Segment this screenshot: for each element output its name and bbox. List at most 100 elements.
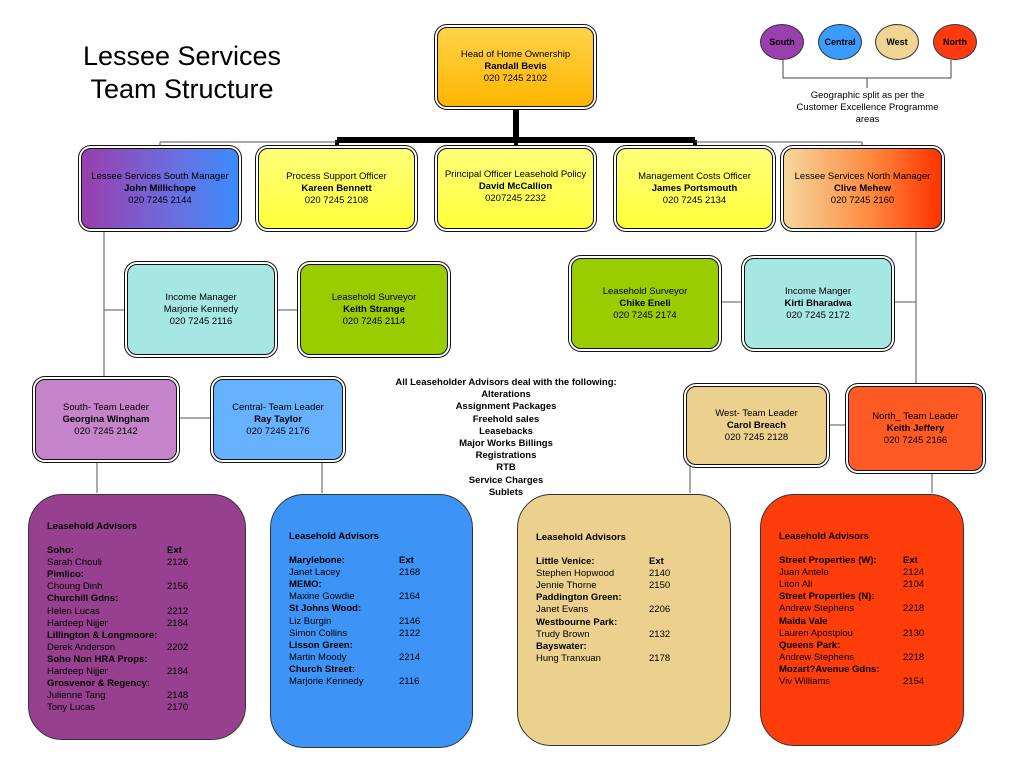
advisor-name: Martin Moody (289, 651, 347, 663)
advisor-row: Juan Antelo 2124 (779, 567, 953, 579)
area-name: Marylebone: (289, 555, 345, 567)
support-phone: 020 7245 2174 (613, 310, 677, 321)
advisor-extension: Ext (399, 555, 414, 567)
advisor-extension: 2184 (167, 666, 189, 678)
area-name: Street Properties (W): (779, 555, 877, 567)
note-heading: All Leaseholder Advisors deal with the f… (395, 377, 617, 388)
advisor-name: Marjorie Kennedy (289, 676, 364, 688)
area-name: Pimlico: (47, 569, 84, 581)
advisors-title: Leasehold Advisors (47, 521, 137, 532)
advisor-duties-note: All Leaseholder Advisors deal with the f… (378, 377, 634, 499)
advisor-name: Tony Lucas (47, 702, 96, 714)
leader-phone: 020 7245 2176 (246, 425, 310, 437)
area-heading-row: Grosvenor & Regency: (47, 678, 235, 690)
leader-phone: 020 7245 2142 (74, 425, 138, 437)
area-name: Maida Vale (779, 615, 828, 627)
support-name: Marjorie Kennedy (163, 303, 239, 315)
advisor-extension: 2164 (399, 591, 421, 603)
leader-name: Georgina Wingham (62, 413, 150, 425)
advisor-name: Hung Tranxuan (536, 652, 601, 664)
legend-west: West (875, 24, 919, 60)
advisor-header-row: Street Properties (W):Ext (779, 555, 953, 567)
note-item: Registrations (475, 450, 537, 462)
area-heading-row: Queens Park: (779, 640, 953, 652)
manager-management-costs: Management Costs Officer James Portsmout… (616, 148, 773, 229)
area-name: Mozart?Avenue Gdns: (779, 663, 880, 675)
advisor-header-row: Marylebone: Ext (289, 555, 462, 567)
note-item: Sublets (488, 486, 524, 498)
area-heading-row: Church Street: (289, 664, 462, 676)
head-phone: 020 7245 2102 (483, 73, 548, 84)
page-title: Lessee Services Team Structure (62, 40, 302, 106)
advisor-extension: 2150 (649, 580, 671, 592)
advisor-row: Marjorie Kennedy 2116 (289, 676, 462, 688)
area-name: Paddington Green: (536, 592, 622, 604)
advisor-extension: 2202 (167, 641, 189, 653)
area-heading-row: MEMO: (289, 579, 462, 591)
advisor-name: Juan Antelo (779, 567, 829, 579)
advisor-extension: 2146 (399, 615, 421, 627)
advisor-name: Hardeep Nijjer (47, 617, 108, 629)
area-name: Grosvenor & Regency: (47, 678, 150, 690)
head-name: Randall Bevis (484, 61, 547, 72)
leader-name: Keith Jeffery (886, 422, 945, 434)
legend-south: South (760, 24, 804, 60)
head-role: Head of Home Ownership (460, 49, 571, 60)
area-heading-row: Westbourne Park: (536, 617, 720, 629)
advisor-extension: 2218 (903, 603, 925, 615)
area-name: Lillington & Longmoore: (47, 629, 158, 641)
support-name: Kirti Bharadwa (784, 297, 852, 309)
advisor-name: Helen Lucas (47, 605, 100, 617)
area-heading-row: Churchill Gdns: (47, 593, 235, 605)
leader-role: West- Team Leader (715, 407, 798, 419)
advisor-name: Julienne Tang (47, 690, 106, 702)
leader-phone: 020 7245 2166 (883, 434, 948, 446)
advisor-extension: 2214 (399, 651, 421, 663)
advisor-extension: 2116 (399, 676, 420, 688)
advisors-title: Leasehold Advisors (289, 531, 379, 542)
legend-central: Central (818, 24, 862, 60)
leader-name: Carol Breach (726, 419, 787, 431)
leader-role: Central- Team Leader (232, 401, 324, 413)
advisor-row: Julienne Tang 2148 (47, 690, 235, 702)
area-heading-row: Maida Vale (779, 616, 953, 628)
manager-name: Kareen Bennett (301, 182, 372, 194)
legend-west-label: West (886, 37, 908, 47)
advisor-row: Andrew Stephens 2218 (779, 603, 953, 615)
note-item: RTB (496, 462, 516, 474)
advisor-extension: 2178 (649, 652, 671, 664)
manager-north: Lessee Services North Manager Clive Mehe… (783, 148, 942, 229)
advisor-header-row: Little Venice:Ext (536, 556, 720, 568)
note-item: Assignment Packages (455, 401, 557, 413)
advisor-extension: 2148 (167, 690, 189, 702)
leader-role: South- Team Leader (63, 401, 149, 413)
manager-role: Lessee Services North Manager (794, 170, 931, 182)
advisor-name: Choung Dinh (47, 581, 103, 593)
area-heading-row: Bayswater: (536, 641, 720, 653)
advisor-extension: 2124 (903, 567, 925, 579)
support-name: Keith Strange (343, 303, 405, 315)
advisor-name: Liton Ali (779, 579, 813, 591)
advisor-name: Stephen Hopwood (536, 568, 615, 580)
advisor-name: Andrew Stephens (779, 603, 854, 615)
area-name: Little Venice: (536, 556, 595, 568)
advisor-name: Viv Williams (779, 676, 831, 688)
